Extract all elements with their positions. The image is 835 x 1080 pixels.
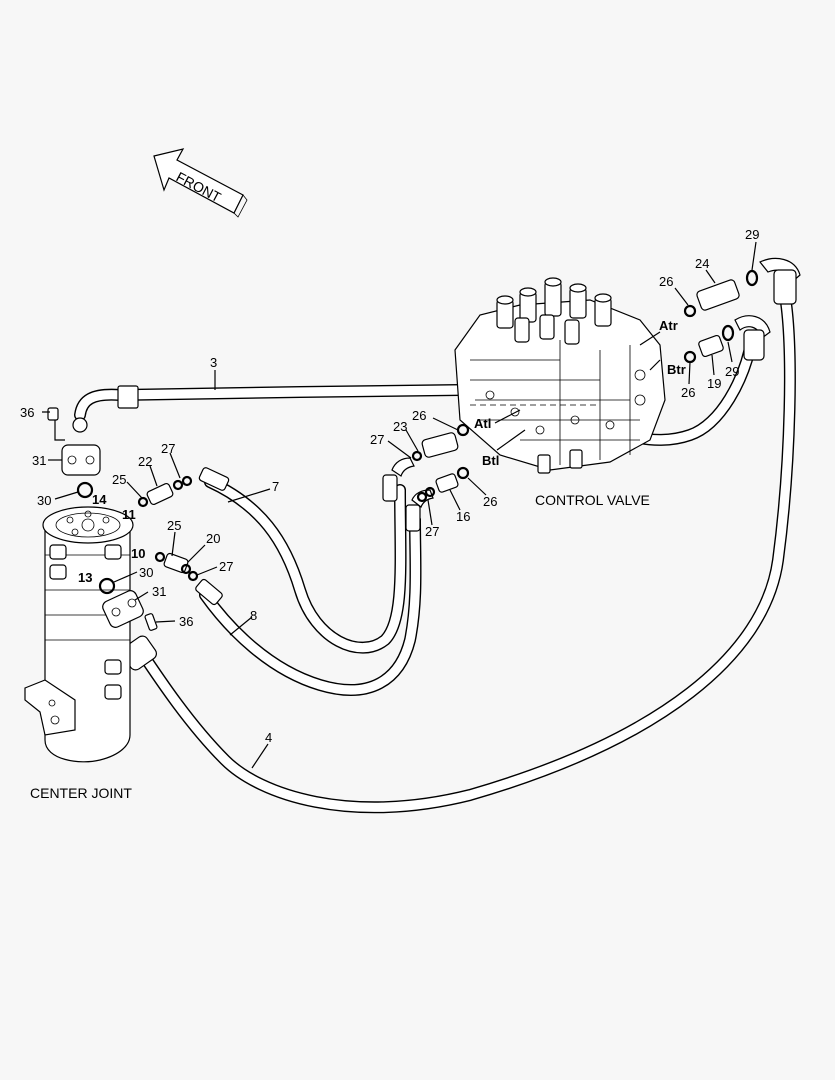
callout-29: 29	[745, 227, 759, 242]
port-btr: Btr	[667, 362, 686, 377]
control-valve-label: CONTROL VALVE	[535, 492, 650, 508]
center-joint-label: CENTER JOINT	[30, 785, 132, 801]
callout-26: 26	[412, 408, 426, 423]
port-btl: Btl	[482, 453, 499, 468]
callout-27: 27	[425, 524, 439, 539]
callout-27: 27	[370, 432, 384, 447]
hose-4	[134, 279, 796, 814]
callout-23: 23	[393, 419, 407, 434]
hose-3	[74, 384, 466, 421]
callout-26: 26	[659, 274, 673, 289]
callout-22: 22	[138, 454, 152, 469]
front-arrow: FRONT	[153, 148, 248, 218]
callout-31: 31	[152, 584, 166, 599]
callout-30: 30	[139, 565, 153, 580]
callout-7: 7	[272, 479, 279, 494]
callout-19: 19	[707, 376, 721, 391]
port-atl: Atl	[474, 416, 491, 431]
center-joint	[24, 506, 134, 763]
control-valve	[454, 277, 666, 474]
callout-36: 36	[20, 405, 34, 420]
callout-27: 27	[161, 441, 175, 456]
callout-25: 25	[167, 518, 181, 533]
hose-7	[204, 476, 407, 654]
callout-31: 31	[32, 453, 46, 468]
callout-30: 30	[37, 493, 51, 508]
cj-port-11: 11	[122, 507, 136, 522]
cj-port-14: 14	[92, 492, 107, 507]
callout-4: 4	[265, 730, 272, 745]
callout-20: 20	[206, 531, 220, 546]
callout-26: 26	[483, 494, 497, 509]
callout-3: 3	[210, 355, 217, 370]
callout-36: 36	[179, 614, 193, 629]
flange-upper	[47, 407, 101, 499]
port-atr: Atr	[659, 318, 678, 333]
leader-lines	[42, 241, 757, 769]
callout-27: 27	[219, 559, 233, 574]
callout-25: 25	[112, 472, 126, 487]
cj-port-13: 13	[78, 570, 92, 585]
cj-port-10: 10	[131, 546, 145, 561]
callout-8: 8	[250, 608, 257, 623]
callout-26: 26	[681, 385, 695, 400]
hose-8	[199, 514, 422, 696]
callout-24: 24	[695, 256, 709, 271]
hose-btr	[634, 332, 758, 446]
callout-29: 29	[725, 364, 739, 379]
hose-fittings	[121, 257, 801, 671]
small-fittings	[137, 269, 759, 582]
flange-lower	[98, 577, 158, 631]
callout-16: 16	[456, 509, 470, 524]
